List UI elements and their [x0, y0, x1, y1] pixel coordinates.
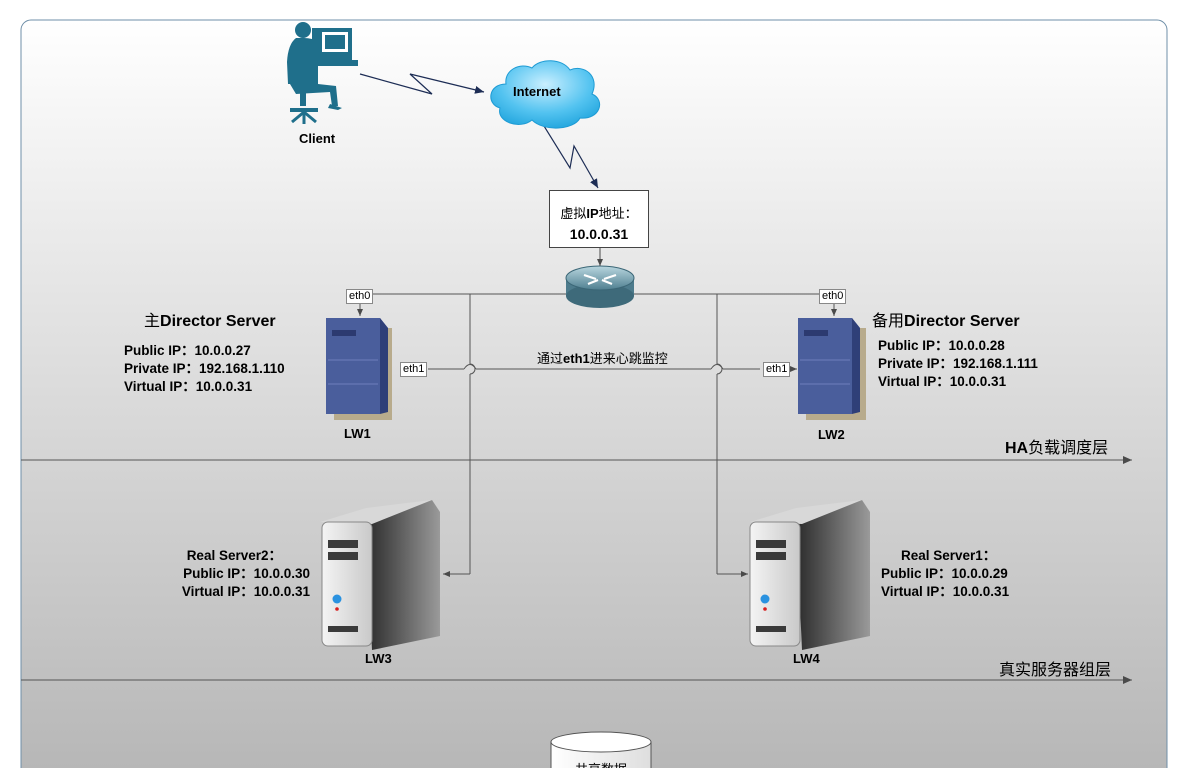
lw2-eth0-port: eth0 [819, 289, 847, 304]
client-label: Client [299, 131, 336, 146]
lw4-virtual-ip: Virtual IP：10.0.0.31 [881, 584, 1010, 599]
lw1-virtual-ip: Virtual IP：10.0.0.31 [124, 379, 253, 394]
lw2-title: 备用Director Server [872, 313, 1020, 330]
lw1-server-icon [326, 318, 392, 420]
lw1-public-ip: Public IP：10.0.0.27 [124, 343, 251, 358]
lw4-name: LW4 [793, 651, 820, 666]
eth1-heartbeat-line [428, 364, 797, 372]
lw1-name: LW1 [344, 426, 371, 441]
background-panel [20, 19, 1168, 768]
shared-storage-label: 共享数据 [575, 759, 627, 768]
lw1-private-ip: Private IP：192.168.1.110 [124, 361, 285, 376]
lw2-name: LW2 [818, 427, 845, 442]
lw3-ip-info: Real Server2： Public IP：10.0.0.30 Virtua… [164, 547, 310, 601]
lw3-server-title: Real Server2： [186, 548, 282, 563]
lw4-server-title: Real Server1： [901, 548, 997, 563]
lw1-title: 主Director Server [144, 313, 276, 330]
shared-storage-icon [550, 731, 652, 768]
internet-label: Internet [513, 84, 561, 99]
lw3-name: LW3 [365, 651, 392, 666]
client-icon [287, 22, 358, 124]
lw4-public-ip: Public IP：10.0.0.29 [881, 566, 1008, 581]
lw4-tower-icon [749, 500, 870, 650]
lw2-public-ip: Public IP：10.0.0.28 [878, 338, 1005, 353]
lw2-server-icon [798, 318, 866, 420]
lw4-ip-info: Real Server1： Public IP：10.0.0.29 Virtua… [881, 547, 1009, 601]
internet-cloud-icon [490, 60, 601, 129]
virtual-ip-box: 虚拟IP地址： 10.0.0.31 [549, 190, 649, 248]
lw2-eth1-port: eth1 [763, 362, 791, 377]
client-internet-link [359, 73, 485, 95]
lw1-ip-info: Public IP：10.0.0.27 Private IP：192.168.1… [124, 342, 285, 396]
real-layer-label: 真实服务器组层 [999, 662, 1112, 679]
router-icon [565, 265, 635, 308]
virtual-ip-caption: 虚拟IP地址： [560, 206, 638, 221]
lw3-virtual-ip: Virtual IP：10.0.0.31 [181, 584, 310, 599]
internet-vip-link [543, 125, 599, 189]
lw2-virtual-ip: Virtual IP：10.0.0.31 [878, 374, 1007, 389]
lw3-public-ip: Public IP：10.0.0.30 [183, 566, 310, 581]
lw2-private-ip: Private IP：192.168.1.111 [878, 356, 1038, 371]
lw2-ip-info: Public IP：10.0.0.28 Private IP：192.168.1… [878, 337, 1038, 391]
lw1-eth1-port: eth1 [400, 362, 428, 377]
lw1-eth0-port: eth0 [346, 289, 374, 304]
ha-layer-label: HA负载调度层 [1005, 440, 1109, 457]
heartbeat-label: 通过eth1进来心跳监控 [537, 351, 668, 366]
virtual-ip-value: 10.0.0.31 [569, 226, 629, 242]
lw3-tower-icon [320, 500, 440, 650]
